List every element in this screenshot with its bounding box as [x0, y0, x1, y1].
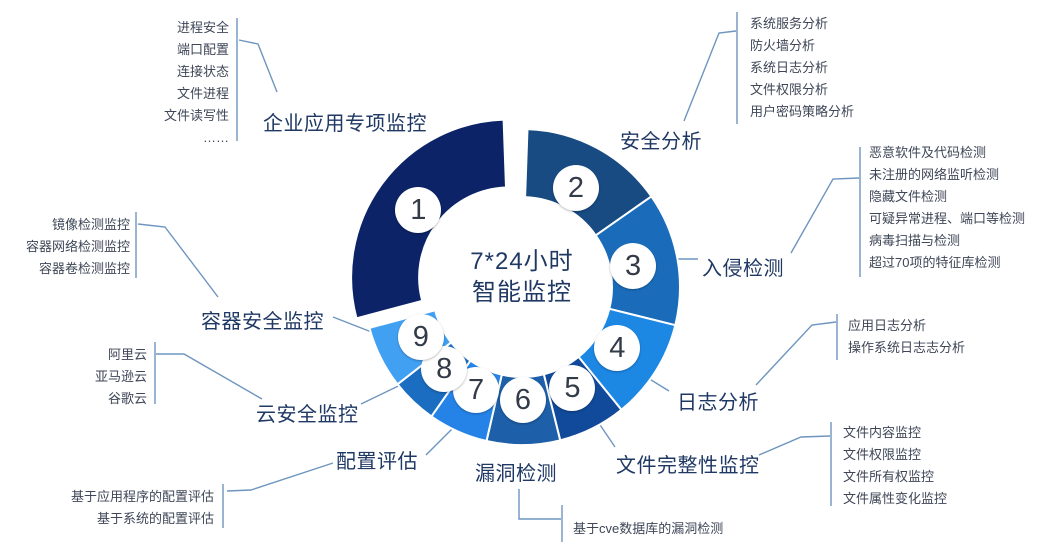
segment-badge-3: 3: [610, 243, 657, 290]
detail-item: 文件属性变化监控: [843, 491, 948, 506]
category-label-vulnerability-detection: 漏洞检测: [475, 463, 557, 485]
detail-item: 镜像检测监控: [51, 217, 130, 232]
detail-item: 连接状态: [176, 64, 229, 79]
detail-item: 容器网络检测监控: [25, 239, 130, 254]
detail-item: 进程安全: [176, 20, 229, 35]
detail-item: 文件权限监控: [843, 447, 922, 462]
segment-badge-6: 6: [499, 376, 546, 423]
center-title-line1: 7*24小时: [470, 248, 574, 275]
segment-badge-2: 2: [552, 164, 599, 211]
detail-item: 容器卷检测监控: [38, 261, 130, 276]
detail-list-vulnerability-detection: 基于cve数据库的漏洞检测: [573, 518, 723, 540]
detail-item: 文件内容监控: [843, 425, 922, 440]
detail-item: 阿里云: [107, 347, 147, 362]
detail-item: 系统服务分析: [750, 16, 829, 31]
category-label-container-security-monitoring: 容器安全监控: [201, 311, 324, 333]
detail-list-container-security: 镜像检测监控容器网络检测监控容器卷检测监控: [26, 214, 130, 280]
detail-item: 恶意软件及代码检测: [869, 145, 987, 160]
category-label-cloud-security-monitoring: 云安全监控: [256, 404, 359, 426]
detail-item: 基于系统的配置评估: [96, 511, 214, 526]
detail-item: 防火墙分析: [750, 38, 816, 53]
segment-badge-1: 1: [395, 187, 442, 234]
category-label-enterprise-app-monitoring: 企业应用专项监控: [263, 113, 427, 135]
category-label-log-analysis: 日志分析: [677, 392, 759, 414]
detail-item: 文件权限分析: [750, 82, 829, 97]
detail-list-intrusion-detection: 恶意软件及代码检测未注册的网络监听检测隐藏文件检测可疑异常进程、端口等检测病毒扫…: [869, 142, 1025, 274]
detail-item: 基于应用程序的配置评估: [70, 489, 214, 504]
segment-badge-5: 5: [549, 365, 596, 412]
detail-list-file-integrity: 文件内容监控文件权限监控文件所有权监控文件属性变化监控: [843, 422, 947, 510]
detail-list-log-analysis: 应用日志分析操作系统日志志分析: [848, 315, 965, 359]
detail-item: 可疑异常进程、端口等检测: [869, 211, 1026, 226]
detail-item: 未注册的网络监听检测: [869, 167, 1000, 182]
detail-item: 文件读写性: [163, 108, 229, 123]
detail-item: 操作系统日志志分析: [848, 340, 966, 355]
category-label-configuration-assessment: 配置评估: [336, 451, 418, 473]
category-label-intrusion-detection: 入侵检测: [702, 258, 784, 280]
detail-item: 应用日志分析: [848, 318, 927, 333]
detail-item: 端口配置: [176, 42, 229, 57]
detail-item: 谷歌云: [107, 391, 147, 406]
segment-badge-9: 9: [397, 314, 444, 361]
detail-item: 隐藏文件检测: [869, 189, 948, 204]
center-title-line2: 智能监控: [472, 279, 572, 306]
detail-item: 病毒扫描与检测: [869, 233, 961, 248]
category-label-security-analysis: 安全分析: [620, 131, 702, 153]
detail-item: 文件进程: [176, 86, 229, 101]
segment-badge-4: 4: [594, 324, 641, 371]
detail-item: 亚马逊云: [94, 369, 147, 384]
category-label-file-integrity-monitoring: 文件完整性监控: [616, 455, 760, 477]
detail-item: 用户密码策略分析: [750, 104, 855, 119]
detail-list-security-analysis: 系统服务分析防火墙分析系统日志分析文件权限分析用户密码策略分析: [750, 13, 854, 123]
detail-item: 基于cve数据库的漏洞检测: [573, 521, 724, 536]
detail-item: 超过70项的特征库检测: [869, 255, 1001, 270]
center-title: 7*24小时 智能监控: [422, 246, 622, 308]
detail-list-configuration-assessment: 基于应用程序的配置评估基于系统的配置评估: [71, 486, 214, 530]
detail-list-enterprise-app: 进程安全端口配置连接状态文件进程文件读写性 ……: [164, 17, 229, 149]
detail-item: 文件所有权监控: [843, 469, 935, 484]
detail-list-cloud-security: 阿里云亚马逊云谷歌云: [95, 344, 147, 410]
detail-item: 系统日志分析: [750, 60, 829, 75]
detail-item: ……: [203, 130, 229, 145]
